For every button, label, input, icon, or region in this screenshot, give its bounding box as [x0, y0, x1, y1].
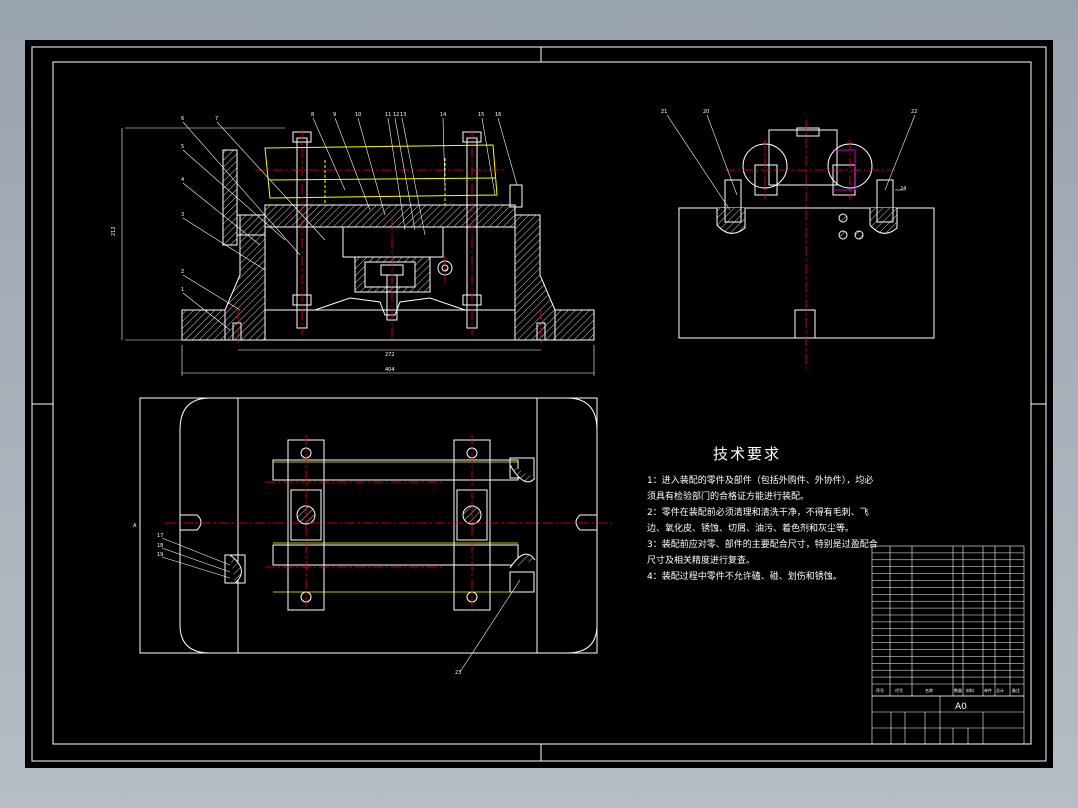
- tech-line-4: 边、氧化皮、锈蚀、切屑、油污、着色剂和灰尘等。: [647, 522, 854, 534]
- front-callout-numbers: 6 7 5 4 3 2 1 8 9 10 11 12 13 14 15 16: [181, 112, 501, 293]
- tech-line-6: 尺寸及相关精度进行复查。: [647, 554, 755, 566]
- plan-callout-numbers: 17 18 19 23 A: [133, 523, 461, 676]
- svg-text:13: 13: [400, 112, 406, 118]
- front-centerlines: [237, 130, 542, 345]
- svg-text:2: 2: [181, 269, 184, 275]
- header-code: 代号: [895, 687, 903, 693]
- front-dimensions: [121, 127, 595, 376]
- assembly-drawing: 404 272 212 6 7 5 4 3 2 1 8 9 10 11 12 1…: [31, 46, 1047, 762]
- header-unit: 单件: [984, 687, 992, 693]
- plan-centerlines: [165, 435, 615, 615]
- dim-front-height: 212: [111, 226, 117, 236]
- side-centerlines: [725, 120, 895, 370]
- dim-front-width: 404: [385, 367, 395, 373]
- svg-text:20: 20: [703, 109, 709, 115]
- front-leaders: [182, 117, 518, 331]
- tech-line-2: 须具有检验部门的合格证方能进行装配。: [647, 490, 809, 502]
- svg-text:4: 4: [181, 177, 184, 183]
- svg-text:24: 24: [900, 186, 906, 192]
- svg-text:14: 14: [440, 112, 446, 118]
- svg-text:5: 5: [181, 144, 184, 150]
- tech-requirements-title: 技术要求: [713, 445, 781, 463]
- side-callout-numbers: 21 20 22 24: [661, 109, 917, 192]
- svg-text:3: 3: [181, 212, 184, 218]
- drawing-sheet: 404 272 212 6 7 5 4 3 2 1 8 9 10 11 12 1…: [25, 40, 1053, 768]
- svg-text:7: 7: [215, 116, 218, 122]
- svg-text:1: 1: [181, 287, 184, 293]
- svg-text:A: A: [133, 523, 137, 529]
- svg-text:16: 16: [495, 112, 501, 118]
- tech-line-7: 4：装配过程中零件不允许磕、碰、划伤和锈蚀。: [647, 570, 842, 582]
- svg-text:9: 9: [333, 112, 336, 118]
- tech-line-3: 2：零件在装配前必须清理和清洗干净，不得有毛刺、飞: [647, 506, 869, 518]
- header-material: 材料: [966, 687, 974, 693]
- svg-text:17: 17: [157, 533, 163, 539]
- plan-hidden-lines: [273, 461, 518, 593]
- svg-text:15: 15: [478, 112, 484, 118]
- svg-text:23: 23: [455, 670, 461, 676]
- side-view: [678, 127, 935, 339]
- side-accent: [833, 149, 856, 191]
- svg-text:19: 19: [157, 552, 163, 558]
- dim-front-inner: 272: [385, 352, 395, 358]
- plan-leaders: [161, 537, 521, 673]
- svg-text:21: 21: [661, 109, 667, 115]
- header-qty: 数量: [954, 687, 962, 693]
- parts-list: [871, 545, 1025, 697]
- centering-marks: [32, 47, 1046, 761]
- title-block-scale: A0: [955, 702, 967, 712]
- front-section-view: [181, 131, 595, 341]
- svg-text:10: 10: [355, 112, 361, 118]
- svg-text:22: 22: [911, 109, 917, 115]
- svg-text:18: 18: [157, 543, 163, 549]
- svg-text:6: 6: [181, 116, 184, 122]
- header-total: 总计: [996, 687, 1004, 693]
- header-no: 序号: [876, 687, 884, 693]
- plan-view: [139, 397, 598, 654]
- side-leaders: [666, 114, 916, 211]
- parts-list-header: 序号 代号 名称 数量 材料 单件 总计 备注: [876, 687, 1020, 693]
- svg-text:12: 12: [393, 112, 399, 118]
- tech-line-5: 3：装配前应对零、部件的主要配合尺寸，特别是过盈配合: [647, 538, 878, 550]
- header-remark: 备注: [1012, 687, 1020, 693]
- svg-text:11: 11: [385, 112, 391, 118]
- outer-border: [31, 46, 1047, 762]
- front-hidden-lines: [264, 144, 498, 205]
- tech-requirements-lines: 1：进入装配的零件及部件（包括外购件、外协件），均必 须具有检验部门的合格证方能…: [647, 474, 878, 582]
- title-block: [871, 695, 1025, 745]
- header-name: 名称: [925, 687, 933, 693]
- tech-line-1: 1：进入装配的零件及部件（包括外购件、外协件），均必: [647, 474, 873, 486]
- svg-text:8: 8: [311, 112, 314, 118]
- inner-border: [52, 61, 1032, 745]
- parts-list-rows: [872, 552, 1024, 685]
